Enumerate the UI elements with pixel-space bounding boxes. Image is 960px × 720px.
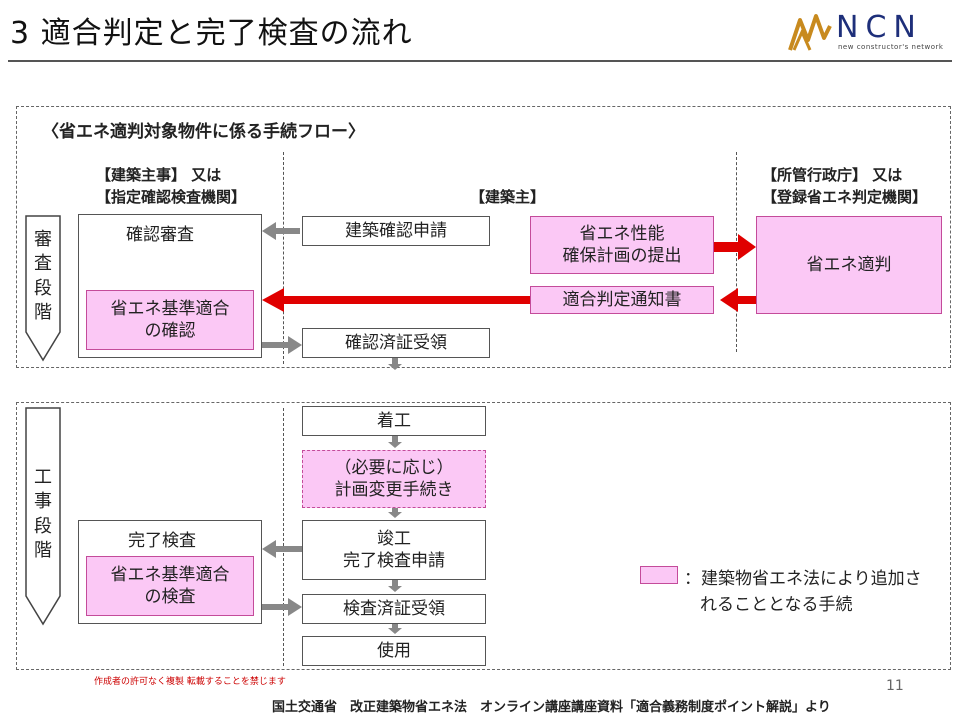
- page-title: 3 適合判定と完了検査の流れ: [10, 16, 413, 51]
- divider-bottom: [283, 408, 284, 666]
- use-box: 使用: [302, 636, 486, 666]
- review-stage-arrow-icon: [25, 215, 61, 362]
- col-right-heading-2: 【登録省エネ判定機関】: [762, 188, 928, 206]
- ncn-logo-icon: [788, 14, 832, 51]
- legend-swatch: [640, 566, 678, 584]
- construction-stage-panel: [16, 402, 951, 670]
- construction-stage-label: 工 事 段 階: [34, 467, 52, 561]
- down-arrow-3: [388, 580, 402, 592]
- plan-submit-box: 省エネ性能 確保計画の提出: [530, 216, 714, 274]
- down-arrow-receipt: [388, 358, 402, 370]
- col-left-heading-1: 【建築主事】 又は: [96, 166, 222, 184]
- title-underline: [8, 60, 952, 62]
- logo-text: NCN: [836, 10, 923, 45]
- down-arrow-1: [388, 436, 402, 448]
- legend-text-1: ：建築物省エネ法により追加さ: [684, 569, 922, 589]
- gray-arrow-to-inspection: [262, 540, 302, 558]
- review-stage-panel: [16, 106, 951, 368]
- source-credit: 国土交通省 改正建築物省エネ法 オンライン講座講座資料「適合義務制度ポイント解説…: [272, 700, 831, 715]
- logo-subtitle: new constructor's network: [838, 43, 944, 51]
- receipt-box: 確認済証受領: [302, 328, 490, 358]
- review-container: [78, 214, 262, 358]
- gray-arrow-to-receipt: [262, 336, 302, 354]
- review-box-label: 確認審査: [126, 225, 194, 245]
- inspection-container: [78, 520, 262, 624]
- building-application-box: 建築確認申請: [302, 216, 490, 246]
- divider-left: [283, 152, 284, 364]
- col-left-heading-2: 【指定確認検査機関】: [96, 188, 247, 206]
- legend-text-2: れることとなる手続: [700, 595, 853, 615]
- flow-heading: 〈省エネ適判対象物件に係る手続フロー〉: [42, 122, 365, 142]
- gray-arrow-to-inspection-receipt: [262, 598, 302, 616]
- red-arrow-to-notice: [720, 288, 756, 312]
- completion-box: 竣工 完了検査申請: [302, 520, 486, 580]
- red-arrow-to-confirm: [262, 288, 530, 312]
- top-arrows: [262, 222, 756, 370]
- final-inspection-label: 完了検査: [128, 531, 196, 551]
- review-stage-label: 審 査 段 階: [34, 229, 52, 323]
- down-arrow-2: [388, 508, 402, 518]
- energy-inspect-box: 省エネ基準適合 の検査: [86, 556, 254, 616]
- col-center-heading: 【建築主】: [470, 188, 546, 206]
- down-arrow-4: [388, 624, 402, 634]
- col-right-heading-1: 【所管行政庁】 又は: [762, 166, 903, 184]
- red-arrow-to-judgement: [714, 234, 756, 260]
- gray-arrow-to-review: [262, 222, 300, 240]
- page-number: 11: [886, 678, 904, 694]
- energy-confirm-box: 省エネ基準適合 の確認: [86, 290, 254, 350]
- notice-box: 適合判定通知書: [530, 286, 714, 314]
- plan-change-box: （必要に応じ） 計画変更手続き: [302, 450, 486, 508]
- energy-judgement-box: 省エネ適判: [756, 216, 942, 314]
- start-box: 着工: [302, 406, 486, 436]
- inspection-receipt-box: 検査済証受領: [302, 594, 486, 624]
- copyright-notice: 作成者の許可なく複製 転載することを禁じます: [94, 677, 286, 687]
- construction-stage-arrow-icon: [25, 407, 61, 626]
